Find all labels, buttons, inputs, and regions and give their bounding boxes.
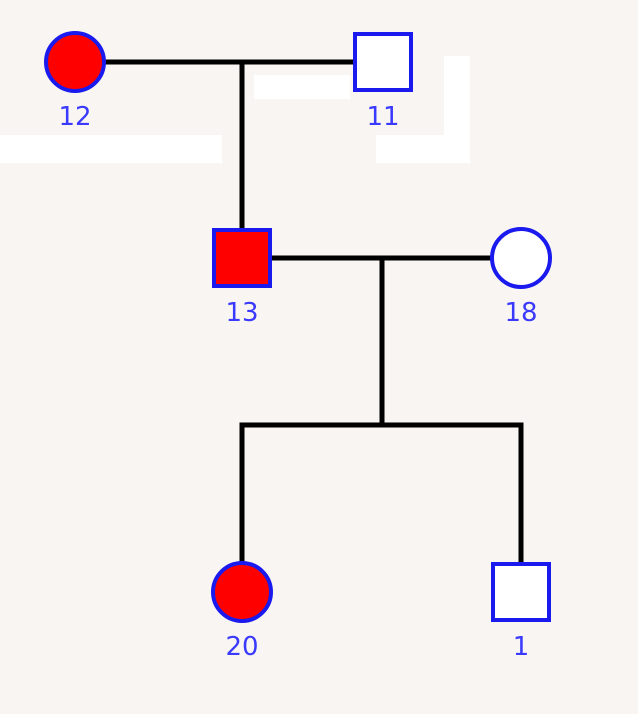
affected-female-symbol (44, 31, 106, 93)
unaffected-male-symbol (353, 32, 413, 92)
individual-id-label: 12 (58, 102, 91, 132)
affected-male-symbol (212, 228, 272, 288)
individual-id-label: 18 (504, 298, 537, 328)
affected-female-symbol (211, 561, 273, 623)
individuals: 12 11 13 18 20 1 (44, 31, 552, 662)
individual-12: 12 (44, 31, 106, 132)
unaffected-female-symbol (490, 227, 552, 289)
individual-11: 11 (353, 32, 413, 132)
individual-id-label: 13 (225, 298, 258, 328)
individual-id-label: 20 (225, 632, 258, 662)
white-patch (254, 75, 350, 99)
individual-id-label: 1 (513, 632, 530, 662)
white-patch (0, 135, 222, 163)
individual-20: 20 (211, 561, 273, 662)
individual-18: 18 (490, 227, 552, 328)
individual-1: 1 (491, 562, 551, 662)
background-patches (0, 56, 470, 163)
white-patch (376, 56, 470, 163)
individual-13: 13 (212, 228, 272, 328)
individual-id-label: 11 (366, 102, 399, 132)
unaffected-male-symbol (491, 562, 551, 622)
